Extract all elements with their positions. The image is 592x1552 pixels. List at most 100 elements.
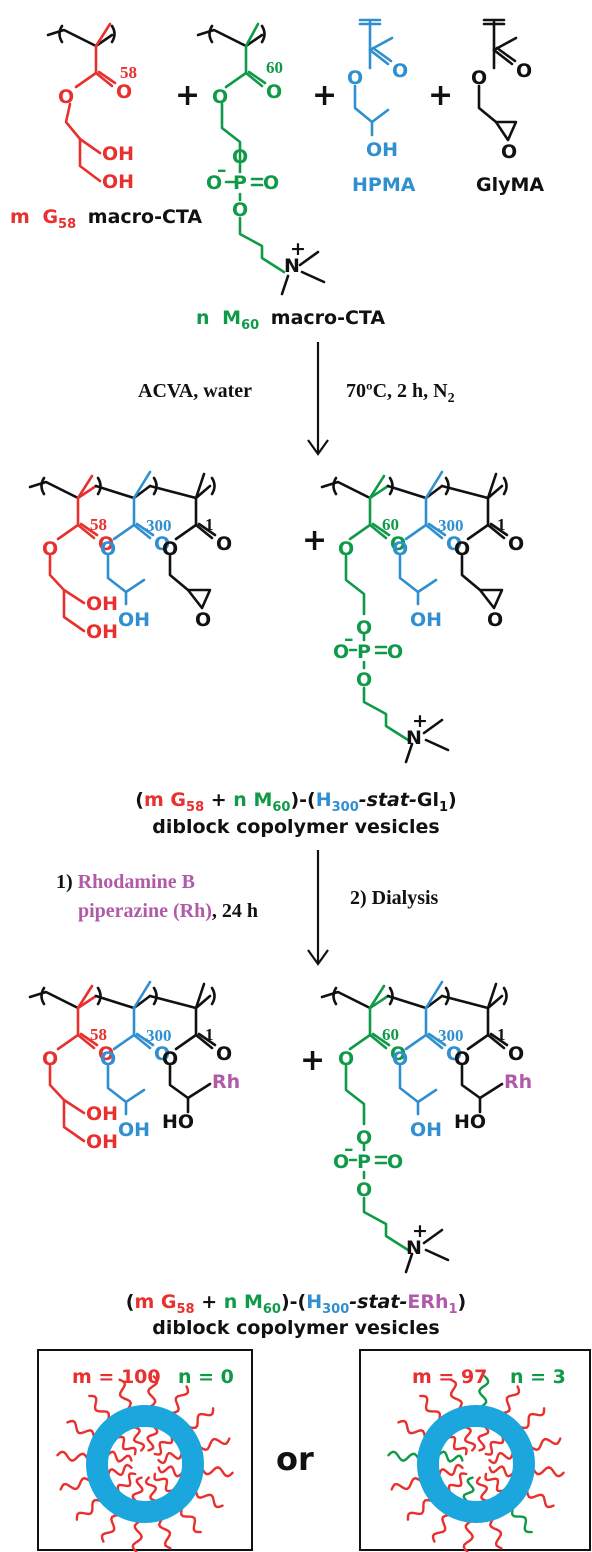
polymer-chain	[157, 1451, 183, 1465]
vesicle-left-corona	[56, 1375, 234, 1552]
product2-m-o-phos-bottom: O	[356, 1179, 372, 1201]
polymer-chain	[157, 1465, 183, 1478]
polymer-chain	[532, 1466, 565, 1478]
g58-oh-1: OH	[102, 143, 134, 165]
product2-m-n: N	[406, 1237, 422, 1259]
product2-m-o-phos-left: O	[333, 1151, 349, 1173]
hpma-label: HPMA	[352, 174, 416, 196]
polymer-chain	[438, 1450, 464, 1463]
vesicle-box-left	[37, 1349, 253, 1551]
product1-mh-o-carbonyl: O	[446, 533, 462, 555]
polymer-chain	[131, 1476, 144, 1502]
product1-m-o-phos-bottom: O	[356, 669, 372, 691]
product2-m-o-phos-right: O	[387, 1151, 403, 1173]
vesicle-right-n-label: n = 3	[510, 1366, 566, 1388]
polymer-chain	[171, 1385, 190, 1415]
product2-m-n-plus: +	[412, 1220, 428, 1242]
product1-mgly-o-epoxide: O	[487, 609, 503, 631]
polymer-chain	[118, 1378, 133, 1410]
product1-m-n-plus: +	[412, 710, 428, 732]
polymer-chain	[484, 1435, 505, 1456]
vesicle-left-membrane	[86, 1405, 204, 1523]
polymer-chain	[59, 1476, 91, 1491]
polymer-chain	[447, 1472, 468, 1493]
polymer-chain	[463, 1426, 477, 1452]
polymer-chain	[188, 1407, 215, 1430]
m60-dp-label: 60	[266, 58, 283, 77]
product2-m-o-phos-top: O	[356, 1127, 372, 1149]
polymer-chain	[144, 1476, 158, 1502]
step1-conditions-left: ACVA, water	[138, 380, 252, 402]
product2-rh-ho-left: HO	[162, 1111, 194, 1133]
vesicle-panel-left: m = 100 n = 0	[37, 1349, 253, 1552]
polymer-chain	[390, 1476, 422, 1491]
polymer-chain	[488, 1518, 503, 1550]
product2-m60-chain-bonds	[320, 980, 509, 1274]
glyma-label: GlyMA	[476, 174, 544, 196]
product1-g-o-carbonyl: O	[98, 533, 114, 555]
product1-mgly-o-carbonyl: O	[508, 533, 524, 555]
m60-o-carbonyl: O	[266, 81, 282, 103]
polymer-chain	[475, 1476, 489, 1502]
polymer-chain	[56, 1450, 89, 1462]
product1-g58-chain-bonds	[28, 470, 217, 633]
product1-m-o-ester: O	[338, 538, 354, 560]
polymer-chain	[406, 1498, 433, 1521]
product2-m-o-carbonyl: O	[390, 1043, 406, 1065]
product1-m-o-phos-top: O	[356, 617, 372, 639]
polymer-chain	[107, 1463, 133, 1477]
product1-h-o-ester: O	[100, 538, 116, 560]
product1-description: diblock copolymer vesicles	[152, 816, 439, 838]
polymer-chain	[519, 1407, 546, 1430]
step2-line1: 1) Rhodamine B	[56, 871, 195, 893]
vesicle-right-m-label: m = 97	[412, 1366, 487, 1388]
product2-m-minus: –	[344, 1138, 354, 1160]
g58-o-carbonyl: O	[116, 81, 132, 103]
polymer-chain	[107, 1450, 133, 1463]
product2-g58-chain-bonds	[28, 980, 217, 1143]
product1-gly-dp-right: 1	[497, 515, 506, 534]
polymer-chain	[153, 1472, 174, 1493]
vesicle-box-right	[359, 1349, 591, 1551]
polymer-chain	[462, 1520, 474, 1552]
m60-o-phosphate-bottom: O	[232, 199, 248, 221]
product2-h-oh: OH	[118, 1119, 150, 1141]
product2-mh-o-ester: O	[392, 1048, 408, 1070]
product1-m-o-phos-right: O	[387, 641, 403, 663]
m60-macro-cta-caption: n M60 macro-CTA	[196, 307, 385, 334]
product1-gly-o-carbonyl: O	[216, 533, 232, 555]
polymer-chain	[131, 1520, 143, 1552]
polymer-chain	[530, 1437, 562, 1452]
product1-m-o-phos-left: O	[333, 641, 349, 663]
m60-o-phosphate-top: O	[232, 146, 248, 168]
polymer-chain	[462, 1476, 475, 1502]
g58-o-ester: O	[58, 86, 74, 108]
plus-sign-product1: +	[302, 523, 327, 558]
vesicle-left-m-label: m = 100	[72, 1366, 161, 1388]
plus-sign-2: +	[312, 78, 337, 113]
product2-name: (m G58 + n M60)-(H300-stat-ERh1)	[126, 1291, 466, 1318]
polymer-chain	[477, 1426, 490, 1452]
polymer-chain	[116, 1472, 137, 1493]
polymer-chain	[525, 1490, 555, 1509]
polymer-chain	[478, 1375, 490, 1408]
polymer-chain	[153, 1435, 174, 1456]
product2-g58-chain: 58 300 1 O O OH OH O O OH O O Rh HO	[28, 980, 240, 1153]
product1-g58-chain: 58 300 1 O O OH OH O O OH O O O	[28, 470, 232, 643]
polymer-chain	[438, 1463, 464, 1477]
product2-m60-dp: 60	[382, 1025, 399, 1044]
product2-mh-oh: OH	[410, 1119, 442, 1141]
product2-rh-o-ester: O	[162, 1048, 178, 1070]
product2-rh-dp-left: 1	[205, 1025, 214, 1044]
product1-g-o-ester: O	[42, 538, 58, 560]
polymer-chain	[502, 1385, 521, 1415]
product1-h-oh: OH	[118, 609, 150, 631]
glyma-o-carbonyl: O	[516, 60, 532, 82]
product1-g-oh-1: OH	[86, 593, 118, 615]
product2-rh-dp-right: 1	[497, 1025, 506, 1044]
product1-m-o-carbonyl: O	[390, 533, 406, 555]
g58-backbone	[46, 22, 117, 183]
product1-m60-chain: 60 300 1 O O O O – P O O N + O O OH O O …	[320, 470, 524, 764]
product1-m-p: P	[357, 641, 371, 663]
